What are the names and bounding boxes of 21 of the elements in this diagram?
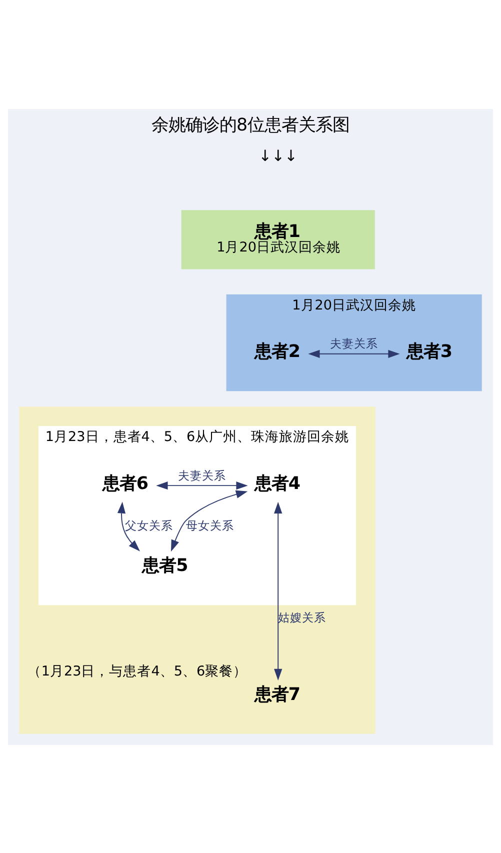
node-text: 患者7 [254,684,300,704]
arrow [308,349,400,358]
node-text: 患者5 [142,556,188,576]
node-text: 患者6 [102,473,149,494]
edge-label: 夫妻关系 [330,336,378,350]
label: ↓↓↓ [258,146,298,165]
node-label: （1月23日，与患者4、5、6聚餐） [27,662,248,679]
node-text: 患者3 [406,342,452,362]
edge-label: 姑嫂关系 [278,610,326,624]
node-text: 患者4 [254,473,300,494]
edge-label: 父女关系 [124,518,173,532]
arrow [156,481,248,490]
edge-label: 夫妻关系 [178,468,226,482]
node-text: 患者2 [254,342,300,362]
diagram-title: 余姚确诊的8位患者关系图 [151,115,350,136]
cluster [19,406,376,734]
arrow [170,490,248,552]
edge-label: 母女关系 [186,518,234,532]
node-box: 患者1 1月20日武汉回余姚 [181,210,375,269]
arrow [117,501,140,551]
arrow [274,501,282,680]
